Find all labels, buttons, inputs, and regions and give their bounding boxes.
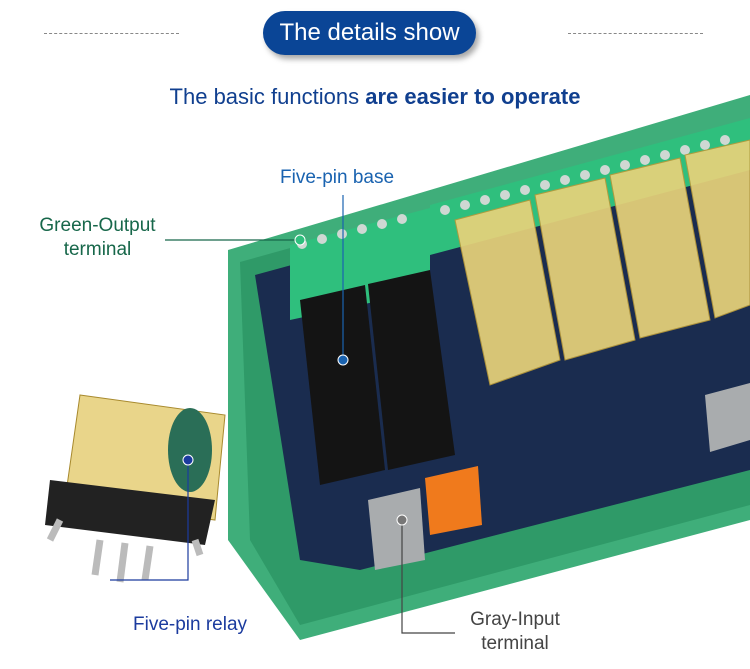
callout-green-output-line1: Green-Output [39,215,156,236]
relay [684,139,750,319]
callout-gray-input-line2: terminal [481,633,549,654]
relay [454,199,561,386]
orange-terminal [425,466,482,535]
callout-green-output-line2: terminal [63,239,132,260]
leader-gray-input [401,520,455,634]
relay [609,157,711,339]
five-pin-base-socket [368,270,455,470]
gray-input-terminal [368,488,425,570]
callout-five-pin-base: Five-pin base [280,167,395,188]
leader-five-pin-relay [110,460,189,581]
callout-gray-input: Gray-Input terminal [460,608,570,656]
relay [534,177,636,361]
callout-green-output: Green-Output terminal [30,214,165,262]
divider-right [568,33,703,34]
callout-gray-input-line1: Gray-Input [470,609,560,630]
section-badge: The details show [263,11,476,55]
callout-five-pin-relay: Five-pin relay [133,614,248,635]
subtitle-bold: are easier to operate [365,84,581,109]
divider-left [44,33,179,34]
subtitle: The basic functions are easier to operat… [0,84,750,110]
five-pin-base-socket [300,285,385,485]
subtitle-regular: The basic functions [169,84,360,109]
